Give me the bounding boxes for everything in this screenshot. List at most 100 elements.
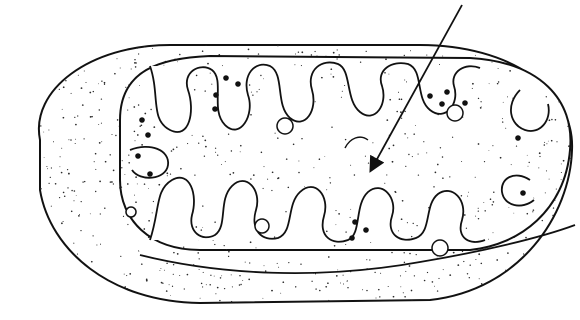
stipple-dot: [423, 141, 424, 142]
stipple-dot: [214, 221, 216, 223]
stipple-dot: [518, 297, 519, 298]
stipple-dot: [498, 51, 499, 52]
stipple-dot: [199, 258, 200, 259]
stipple-dot: [472, 83, 474, 85]
stipple-dot: [403, 252, 404, 253]
stipple-dot: [240, 151, 241, 152]
stipple-dot: [256, 247, 257, 248]
stipple-dot: [561, 179, 562, 180]
stipple-dot: [244, 314, 245, 315]
stipple-dot: [475, 302, 476, 303]
stipple-dot: [531, 307, 533, 309]
stipple-dot: [505, 302, 506, 303]
stipple-dot: [124, 286, 126, 288]
stipple-dot: [395, 41, 396, 42]
stipple-dot: [26, 214, 28, 216]
stipple-dot: [344, 85, 345, 86]
stipple-dot: [549, 265, 551, 267]
stipple-dot: [55, 61, 56, 62]
stipple-dot: [157, 39, 159, 41]
stipple-dot: [368, 162, 369, 163]
stipple-dot: [388, 286, 389, 287]
stipple-dot: [170, 305, 172, 307]
stipple-dot: [63, 221, 64, 222]
stipple-dot: [486, 304, 488, 306]
stipple-dot: [502, 121, 503, 122]
stipple-dot: [137, 134, 139, 136]
stipple-dot: [515, 4, 516, 5]
stipple-dot: [102, 27, 103, 28]
stipple-dot: [13, 125, 14, 126]
stipple-dot: [145, 42, 146, 43]
stipple-dot: [509, 295, 511, 297]
stipple-dot: [72, 261, 73, 262]
stipple-dot: [350, 2, 351, 3]
stipple-dot: [1, 214, 2, 215]
stipple-dot: [10, 154, 11, 155]
stipple-dot: [333, 76, 335, 78]
stipple-dot: [182, 8, 183, 9]
stipple-dot: [421, 43, 422, 44]
stipple-dot: [198, 143, 199, 144]
stipple-dot: [78, 32, 79, 33]
stipple-dot: [214, 276, 215, 277]
stipple-dot: [120, 256, 121, 257]
stipple-dot: [70, 4, 71, 5]
stipple-dot: [6, 190, 7, 191]
stipple-dot: [503, 291, 504, 292]
stipple-dot: [127, 288, 128, 289]
stipple-dot: [195, 226, 197, 228]
stipple-dot: [179, 275, 180, 276]
stipple-dot: [571, 185, 573, 187]
stipple-dot: [476, 8, 478, 10]
stipple-dot: [2, 164, 3, 165]
stipple-dot: [274, 236, 275, 237]
stipple-dot: [533, 209, 535, 211]
stipple-dot: [166, 311, 168, 313]
stipple-dot: [413, 223, 414, 224]
stipple-dot: [24, 88, 25, 89]
stipple-dot: [397, 16, 398, 17]
stipple-dot: [449, 176, 450, 177]
stipple-dot: [379, 26, 381, 28]
stipple-dot: [527, 213, 529, 215]
stipple-dot: [545, 192, 546, 193]
stipple-dot: [206, 284, 207, 285]
stipple-dot: [105, 300, 107, 302]
stipple-dot: [247, 308, 248, 309]
stipple-dot: [95, 191, 96, 192]
stipple-dot: [135, 176, 137, 178]
stipple-dot: [536, 3, 538, 5]
stipple-dot: [353, 11, 354, 12]
stipple-dot: [18, 306, 19, 307]
stipple-dot: [549, 271, 550, 272]
stipple-dot: [469, 264, 470, 265]
stipple-dot: [50, 249, 51, 250]
stipple-dot: [65, 313, 66, 314]
stipple-dot: [479, 29, 480, 30]
stipple-dot: [95, 153, 97, 155]
stipple-dot: [100, 10, 101, 11]
stipple-dot: [453, 252, 455, 254]
stipple-dot: [425, 28, 426, 29]
ribosome-dot: [444, 89, 450, 95]
stipple-dot: [11, 195, 13, 197]
stipple-dot: [14, 145, 16, 147]
stipple-dot: [26, 276, 27, 277]
stipple-dot: [577, 110, 579, 112]
stipple-dot: [319, 158, 321, 160]
stipple-dot: [402, 200, 404, 202]
stipple-dot: [153, 126, 155, 128]
stipple-dot: [53, 301, 54, 302]
stipple-dot: [442, 156, 444, 158]
stipple-dot: [69, 276, 70, 277]
stipple-dot: [372, 26, 373, 27]
stipple-dot: [1, 262, 2, 263]
stipple-dot: [333, 307, 334, 308]
stipple-dot: [1, 210, 2, 211]
stipple-dot: [178, 36, 180, 38]
stipple-dot: [457, 42, 458, 43]
stipple-dot: [25, 295, 26, 296]
stipple-dot: [561, 82, 563, 84]
stipple-dot: [90, 116, 92, 118]
